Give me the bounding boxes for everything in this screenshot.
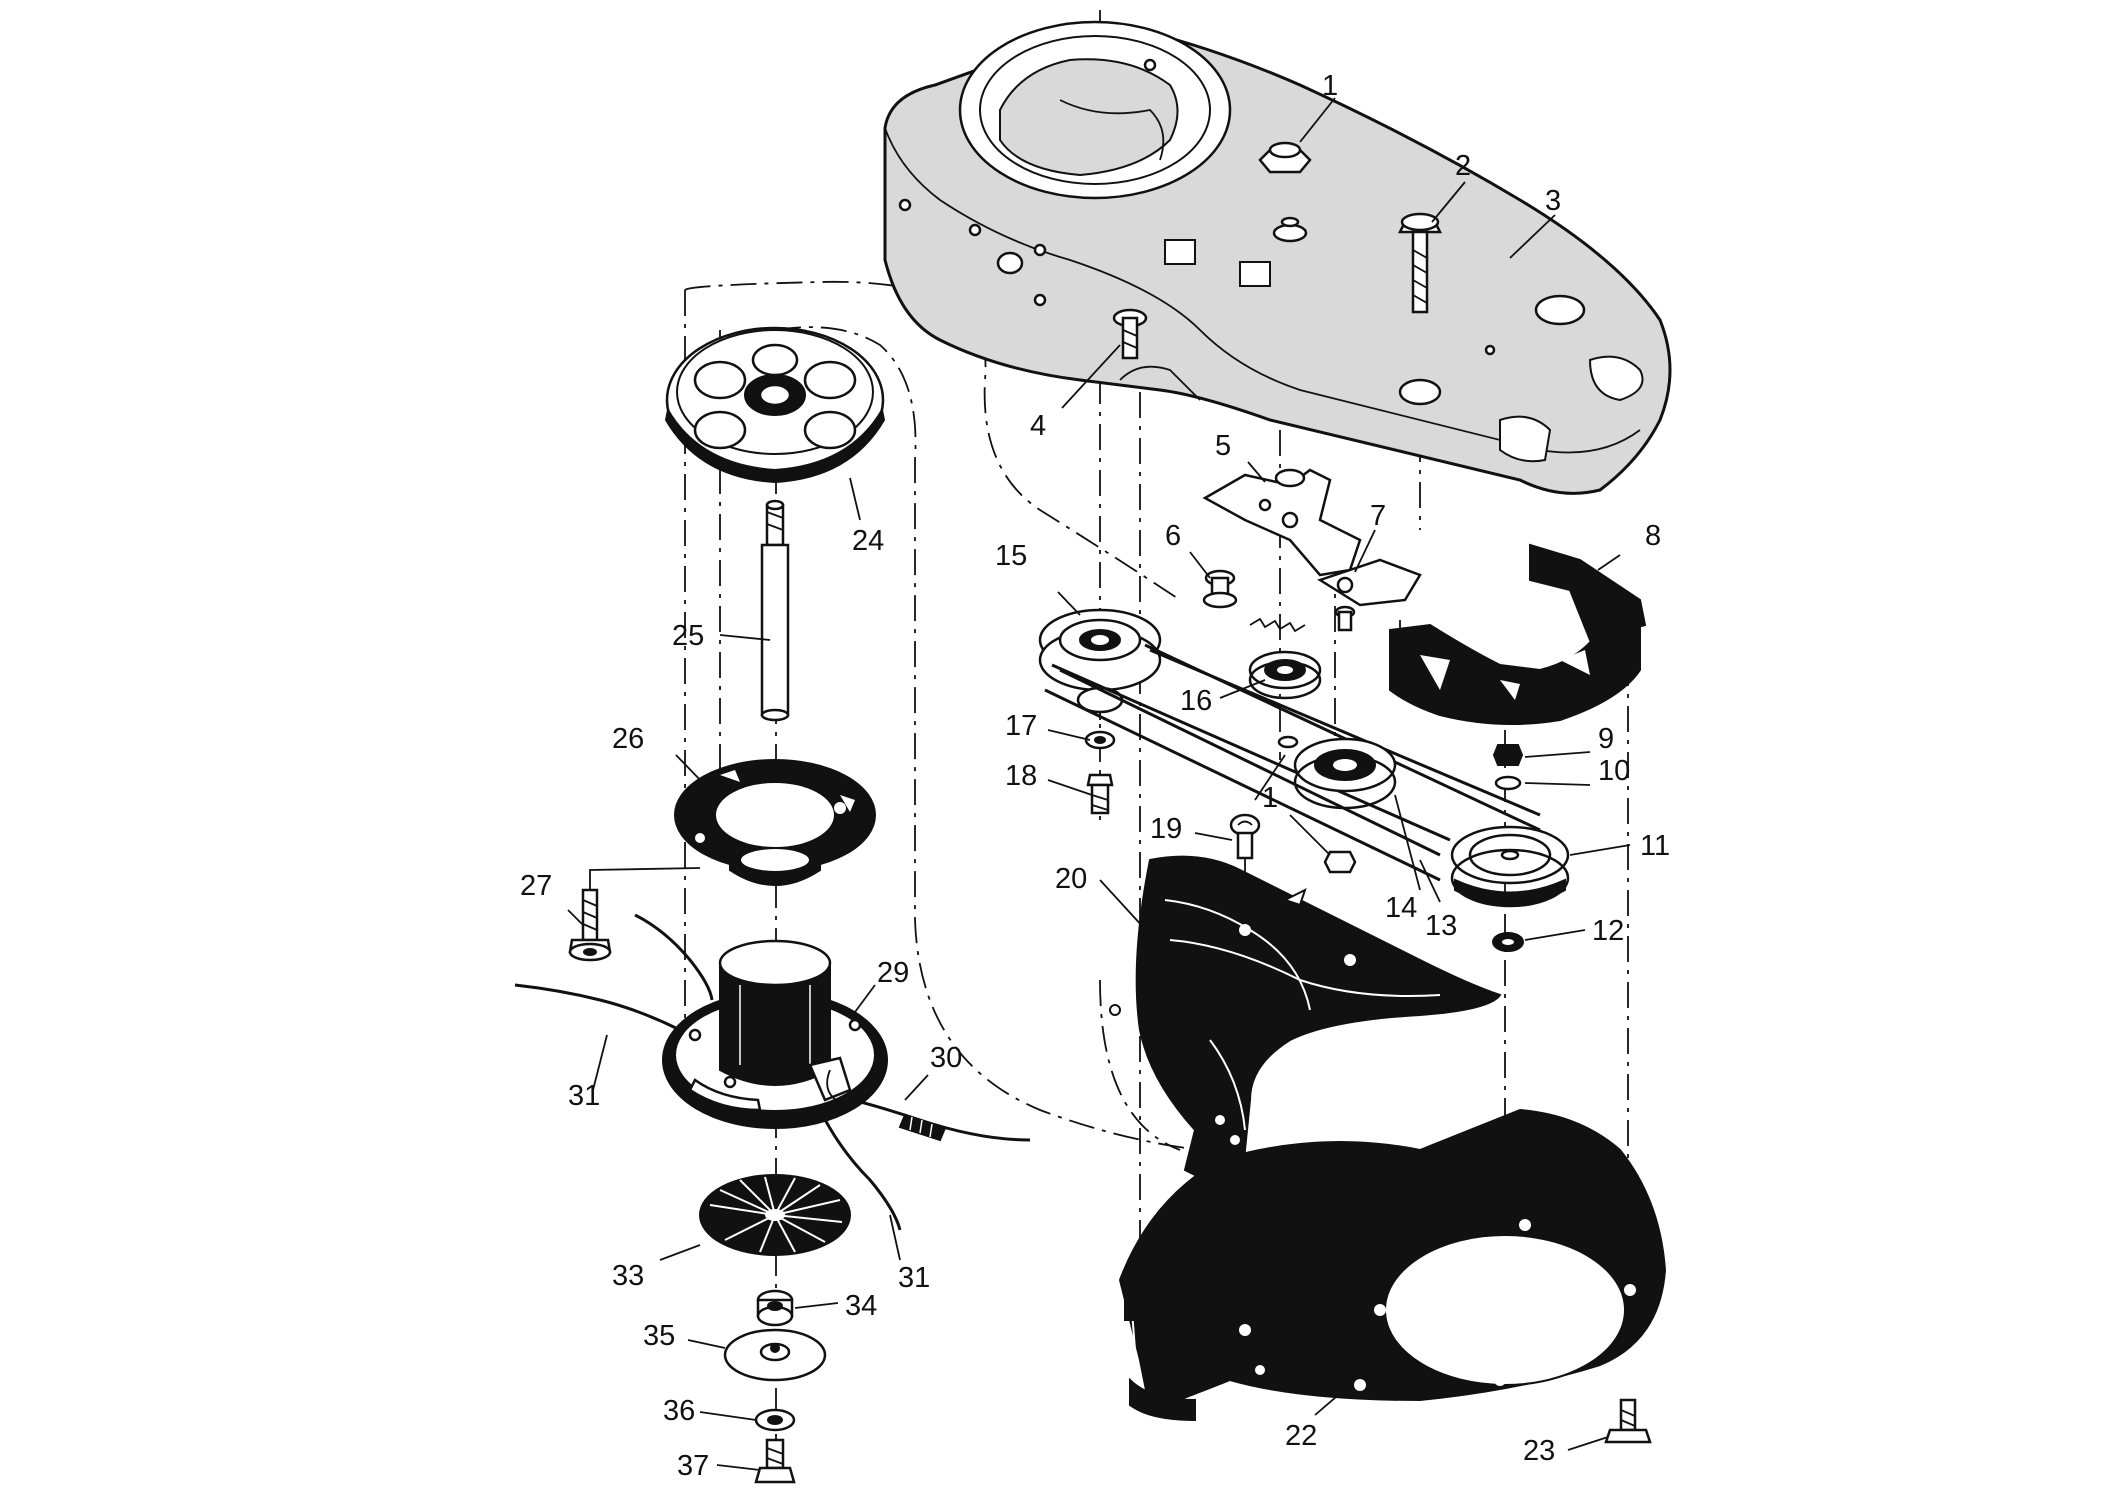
discharge-chute xyxy=(1109,855,1502,1182)
callout-9: 9 xyxy=(1598,723,1614,755)
leader-lines xyxy=(567,97,1631,1471)
spindle-hardware xyxy=(723,1289,827,1484)
callout-14: 14 xyxy=(1385,892,1417,924)
callout-6: 6 xyxy=(1165,520,1181,552)
callout-10: 10 xyxy=(1598,755,1630,787)
shield-screw xyxy=(1604,1398,1652,1444)
hex-screw xyxy=(1112,308,1148,360)
callout-12: 12 xyxy=(1592,915,1624,947)
callout-34: 34 xyxy=(845,1290,877,1322)
deck-housing xyxy=(883,20,1672,495)
idler-bracket xyxy=(1202,468,1362,577)
carriage-bolt xyxy=(1397,212,1443,314)
callout-2: 2 xyxy=(1455,150,1471,182)
callout-33: 33 xyxy=(612,1260,644,1292)
callout-17: 17 xyxy=(1005,710,1037,742)
callout-7: 7 xyxy=(1370,500,1386,532)
drive-shaft xyxy=(760,499,790,722)
callout-3: 3 xyxy=(1545,185,1561,217)
spindle-housing xyxy=(674,759,876,886)
callout-23: 23 xyxy=(1523,1435,1555,1467)
cutter-pulley xyxy=(1450,825,1570,908)
callout-1-mid: 1 xyxy=(1262,782,1278,814)
callout-16: 16 xyxy=(1180,685,1212,717)
cooling-fan-disc xyxy=(699,1174,851,1256)
callout-31-left: 31 xyxy=(568,1080,600,1112)
callout-29: 29 xyxy=(877,957,909,989)
bearing-plate xyxy=(664,326,886,484)
trimmer-head xyxy=(514,913,1031,1231)
callout-labels: 1 2 3 4 5 6 7 8 9 10 11 12 13 14 1 15 16… xyxy=(520,70,1670,1482)
callout-8: 8 xyxy=(1645,520,1661,552)
callout-20: 20 xyxy=(1055,863,1087,895)
callout-5: 5 xyxy=(1215,430,1231,462)
callout-31-right: 31 xyxy=(898,1262,930,1294)
callout-13: 13 xyxy=(1425,910,1457,942)
callout-19: 19 xyxy=(1150,813,1182,845)
lower-shield xyxy=(1118,1108,1667,1422)
callout-4: 4 xyxy=(1030,410,1046,442)
callout-22: 22 xyxy=(1285,1420,1317,1452)
shoulder-screw xyxy=(1202,569,1238,609)
callout-26: 26 xyxy=(612,723,644,755)
hardware-small xyxy=(1084,730,1524,952)
tapping-screw xyxy=(568,867,701,962)
callout-30: 30 xyxy=(930,1042,962,1074)
callout-25: 25 xyxy=(672,620,704,652)
center-pulley xyxy=(1277,735,1397,810)
callout-18: 18 xyxy=(1005,760,1037,792)
callout-15: 15 xyxy=(995,540,1027,572)
drive-belt xyxy=(1044,643,1541,882)
callout-35: 35 xyxy=(643,1320,675,1352)
idler-pulley xyxy=(1248,650,1322,700)
callout-36: 36 xyxy=(663,1395,695,1427)
callout-37: 37 xyxy=(677,1450,709,1482)
callout-27: 27 xyxy=(520,870,552,902)
belt-guard xyxy=(1389,543,1647,725)
tension-spring xyxy=(1249,558,1422,633)
lock-nut-top xyxy=(1258,141,1312,228)
callout-1-top: 1 xyxy=(1322,70,1338,102)
callout-11: 11 xyxy=(1640,830,1670,862)
callout-24: 24 xyxy=(852,525,884,557)
